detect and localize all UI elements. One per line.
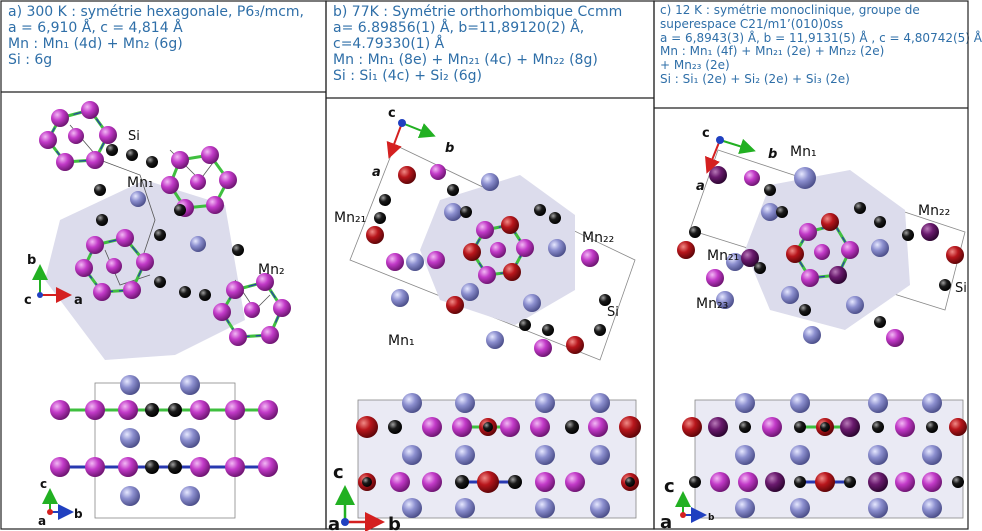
axis-label-c: c <box>333 462 344 483</box>
atoms-row-blue-mid <box>402 445 610 465</box>
axis-label-a: a <box>74 293 83 308</box>
label-si: Si <box>607 305 619 320</box>
label-si: Si <box>955 281 967 296</box>
panel-b-top-view: Mn₂₁ Mn₂₂ Mn₁ Si c b a <box>334 106 636 361</box>
unit-cell <box>94 382 236 519</box>
label-mn21: Mn₂₁ <box>334 210 366 226</box>
axis-label-a: a <box>660 512 672 531</box>
label-mn21: Mn₂₁ <box>707 248 739 264</box>
axis-label-c: c <box>388 106 396 121</box>
mn-atoms-outer <box>366 164 599 357</box>
header-line: Mn : Mn₁ (4d) + Mn₂ (6g) <box>8 36 183 53</box>
mn-ring-right <box>213 273 291 346</box>
axis-label-b: b <box>74 507 83 521</box>
axis-label-b: b <box>708 513 715 523</box>
si-atoms <box>689 184 951 328</box>
label-mn1: Mn₁ <box>790 144 817 160</box>
atoms-row-blue-top <box>735 393 942 413</box>
atoms-row-blue-mid <box>735 445 942 465</box>
panel-b-side-view: c b a <box>328 393 641 531</box>
panel-c-side-view: c b a <box>660 393 967 531</box>
panel-b-header: b) 77K : Symétrie orthorhombique Ccmm a=… <box>333 4 622 84</box>
header-line: Si : Si₁ (2e) + Si₂ (2e) + Si₃ (2e) <box>660 71 850 86</box>
atoms-row-1 <box>682 417 967 437</box>
atoms-row-1 <box>356 416 641 438</box>
header-line: c) 12 K : symétrie monoclinique, groupe … <box>660 3 920 17</box>
axis-triad-bottom-b: c b a <box>328 462 401 531</box>
axis-label-c: c <box>702 126 710 141</box>
label-si: Si <box>128 129 140 144</box>
axis-label-c: c <box>24 293 32 308</box>
header-line: a= 6.89856(1) Å, b=11,89120(2) Å, <box>333 20 585 37</box>
label-mn1: Mn₁ <box>388 333 415 349</box>
header-line: a = 6,910 Å, c = 4,814 Å <box>8 20 183 37</box>
axis-label-a: a <box>372 165 381 180</box>
label-mn1: Mn₁ <box>127 175 154 191</box>
atoms-row-blue-top <box>402 393 610 413</box>
mn1-atoms <box>130 191 206 252</box>
atoms-row-2 <box>50 457 278 477</box>
axis-label-b: b <box>27 253 36 268</box>
axis-label-c: c <box>664 476 675 497</box>
header-line: Mn : Mn₁ (4f) + Mn₂₁ (2e) + Mn₂₂ (2e) <box>660 44 885 59</box>
header-line: superespace C21/m1’(010)0ss <box>660 16 844 31</box>
label-mn22: Mn₂₂ <box>582 230 614 246</box>
axis-triad-top: c b a <box>372 106 454 180</box>
mn-ring-center <box>786 213 859 287</box>
si-atoms <box>374 184 611 336</box>
label-mn22: Mn₂₂ <box>918 203 950 219</box>
panel-c-header: c) 12 K : symétrie monoclinique, groupe … <box>660 3 982 87</box>
panel-a-header: a) 300 K : symétrie hexagonale, P6₃/mcm,… <box>8 4 304 68</box>
axis-label-b: b <box>445 141 454 156</box>
panel-a-side-view: c b a <box>38 375 278 528</box>
header-line: b) 77K : Symétrie orthorhombique Ccmm <box>333 4 623 20</box>
axis-label-a: a <box>38 514 46 528</box>
axis-label-a: a <box>696 179 705 194</box>
label-mn2: Mn₂ <box>258 262 285 278</box>
atoms-row-2 <box>689 472 964 492</box>
atoms-row-blue-bottom <box>735 498 942 518</box>
mn-ring-top-left <box>39 101 117 171</box>
header-line: a) 300 K : symétrie hexagonale, P6₃/mcm, <box>8 4 305 20</box>
si-atoms <box>94 144 244 301</box>
header-line: Si : 6g <box>8 52 53 69</box>
panel-c-top-view: Mn₁ Mn₂₂ Mn₂₁ Mn₂₃ Si c b a <box>677 126 967 347</box>
axis-triad-bottom-a: c b a <box>38 477 83 528</box>
mn-atoms-outer <box>677 166 964 347</box>
atoms-row-blue-bottom <box>402 498 610 518</box>
header-line: + Mn₂₃ (2e) <box>660 58 730 73</box>
header-line: Si : Si₁ (4c) + Si₂ (6g) <box>333 68 482 85</box>
axis-label-a: a <box>328 514 340 531</box>
axis-label-c: c <box>40 477 47 491</box>
header-line: a = 6,8943(3) Å, b = 11,9131(5) Å , c = … <box>660 30 982 45</box>
atoms-row-blue-top <box>120 375 200 395</box>
axis-label-b: b <box>768 147 777 162</box>
mn-ring-center <box>463 216 534 284</box>
axis-triad-top: c b a <box>696 126 777 194</box>
axis-label-b: b <box>388 514 401 531</box>
atoms-row-blue-mid <box>120 428 200 448</box>
header-line: c=4.79330(1) Å <box>333 36 445 53</box>
atoms-row-blue-bottom <box>120 486 200 506</box>
header-line: Mn : Mn₁ (8e) + Mn₂₁ (4c) + Mn₂₂ (8g) <box>333 52 598 69</box>
atoms-row-2 <box>358 471 639 493</box>
axis-triad-bottom-c: c b a <box>660 476 715 531</box>
label-mn23: Mn₂₃ <box>696 296 728 312</box>
mn-ring-center <box>75 229 154 301</box>
panel-a-top-view: Si Mn₁ Mn₂ b a c <box>24 101 291 360</box>
atoms-row-1 <box>50 400 278 420</box>
axis-triad-top: b a c <box>24 253 83 308</box>
unit-cell <box>694 399 964 519</box>
panel-c-frame <box>653 0 969 530</box>
